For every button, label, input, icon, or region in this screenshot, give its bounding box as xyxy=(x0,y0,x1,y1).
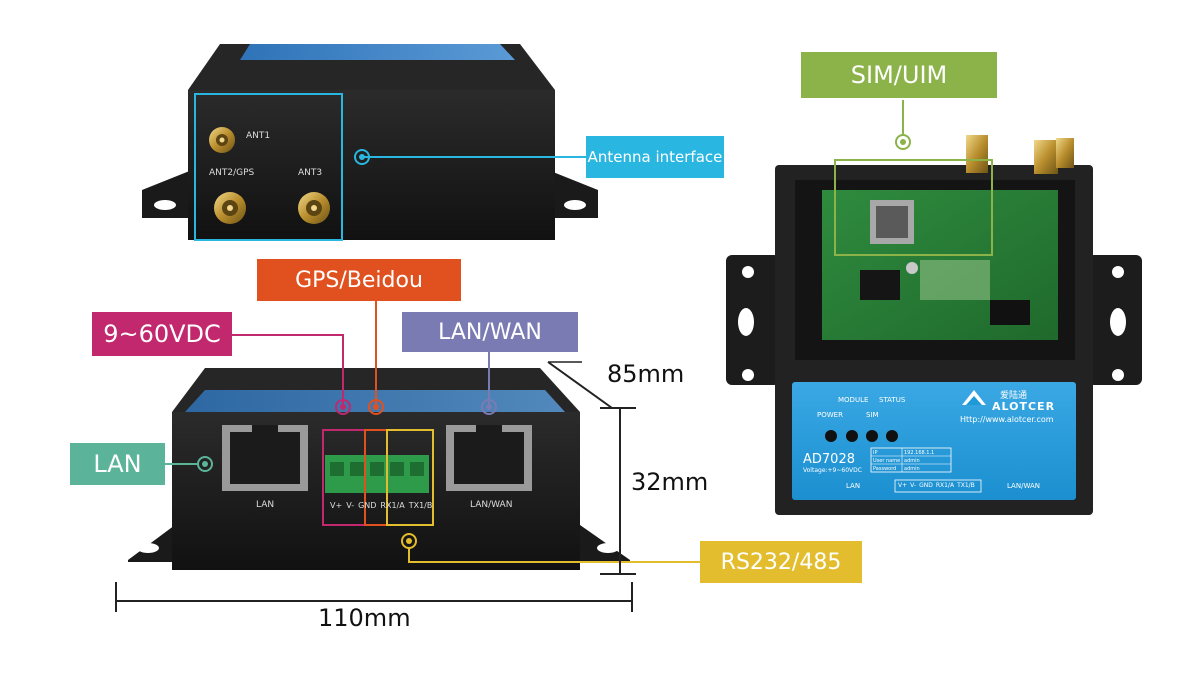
model-name: AD7028 xyxy=(803,452,855,467)
ant3-connector-icon xyxy=(298,192,330,224)
terminal-label: GND xyxy=(358,501,377,510)
gps-beidou-callout: GPS/Beidou xyxy=(257,259,461,301)
width-dimension-label: 110mm xyxy=(318,604,411,632)
terminal-label: V+ xyxy=(330,501,343,510)
info-key: User name xyxy=(873,458,901,464)
led-label-status: STATUS xyxy=(879,396,906,404)
brand-cn: 爱陆通 xyxy=(1000,391,1028,401)
lan-leader-line xyxy=(165,456,213,472)
lan-port-label: LAN xyxy=(256,500,275,510)
info-table-keys: IP User name Password xyxy=(873,449,900,473)
rs232-485-callout: RS232/485 xyxy=(700,541,862,583)
ant2-label: ANT2/GPS xyxy=(209,168,255,178)
info-value: 192.168.1.1 xyxy=(904,450,935,456)
brand-url: Http://www.alotcer.com xyxy=(960,415,1054,424)
bottom-terminal-label: TX1/B xyxy=(957,482,975,489)
info-key: Password xyxy=(873,466,897,472)
height-dimension-label: 32mm xyxy=(631,468,709,496)
sim-uim-callout: SIM/UIM xyxy=(801,52,997,98)
rs232-leader-line xyxy=(401,533,700,563)
right-device xyxy=(726,135,1142,515)
lan-wan-callout: LAN/WAN xyxy=(402,312,578,352)
gps-leader-line xyxy=(368,300,384,415)
height-dimension-line xyxy=(600,407,636,575)
depth-dimension-label: 85mm xyxy=(607,360,685,388)
power-voltage-callout: 9~60VDC xyxy=(92,312,232,356)
info-value: admin xyxy=(904,458,920,464)
voltage-label: Voltage:+9~60VDC xyxy=(803,467,862,474)
ant2-connector-icon xyxy=(214,192,246,224)
ant1-connector-icon xyxy=(209,127,235,153)
bottom-terminal-label: V- xyxy=(910,482,917,489)
lanwan-port-icon xyxy=(446,425,532,491)
lan-port-icon xyxy=(222,425,308,491)
depth-dimension-line xyxy=(547,361,613,409)
bottom-terminal-label: RX1/A xyxy=(935,482,955,489)
terminal-block-icon xyxy=(325,455,429,493)
bottom-lan-label: LAN xyxy=(846,482,861,490)
led-label-sim: SIM xyxy=(866,411,879,419)
power-leader-line xyxy=(232,334,351,415)
led-label-module: MODULE xyxy=(838,396,869,404)
width-dimension-line xyxy=(115,582,633,612)
lan-callout: LAN xyxy=(70,443,165,485)
info-table-values: 192.168.1.1 admin admin xyxy=(904,449,934,473)
led-label-power: POWER xyxy=(817,411,843,419)
antenna-leader-line xyxy=(354,149,586,165)
antenna-interface-callout: Antenna interface xyxy=(586,136,724,178)
info-value: admin xyxy=(904,466,920,472)
bottom-terminal-labels: V+ V- GND RX1/A TX1/B xyxy=(898,482,975,489)
ant1-label: ANT1 xyxy=(246,131,271,141)
ant3-label: ANT3 xyxy=(298,168,323,178)
brand-name: ALOTCER xyxy=(992,400,1056,413)
front-device xyxy=(128,368,630,570)
lanwan-leader-line xyxy=(481,350,497,415)
bottom-terminal-label: V+ xyxy=(898,482,908,489)
bottom-terminal-label: GND xyxy=(919,482,933,489)
info-key: IP xyxy=(873,450,878,456)
terminal-labels: V+ V- GND RX1/A TX1/B xyxy=(330,501,432,510)
lanwan-port-label: LAN/WAN xyxy=(470,500,513,510)
sim-leader-line xyxy=(895,100,911,150)
terminal-label: RX1/A xyxy=(380,501,405,510)
terminal-label: TX1/B xyxy=(408,501,433,510)
top-device xyxy=(142,44,598,241)
bottom-lanwan-label: LAN/WAN xyxy=(1007,482,1041,490)
terminal-label: V- xyxy=(346,501,355,510)
